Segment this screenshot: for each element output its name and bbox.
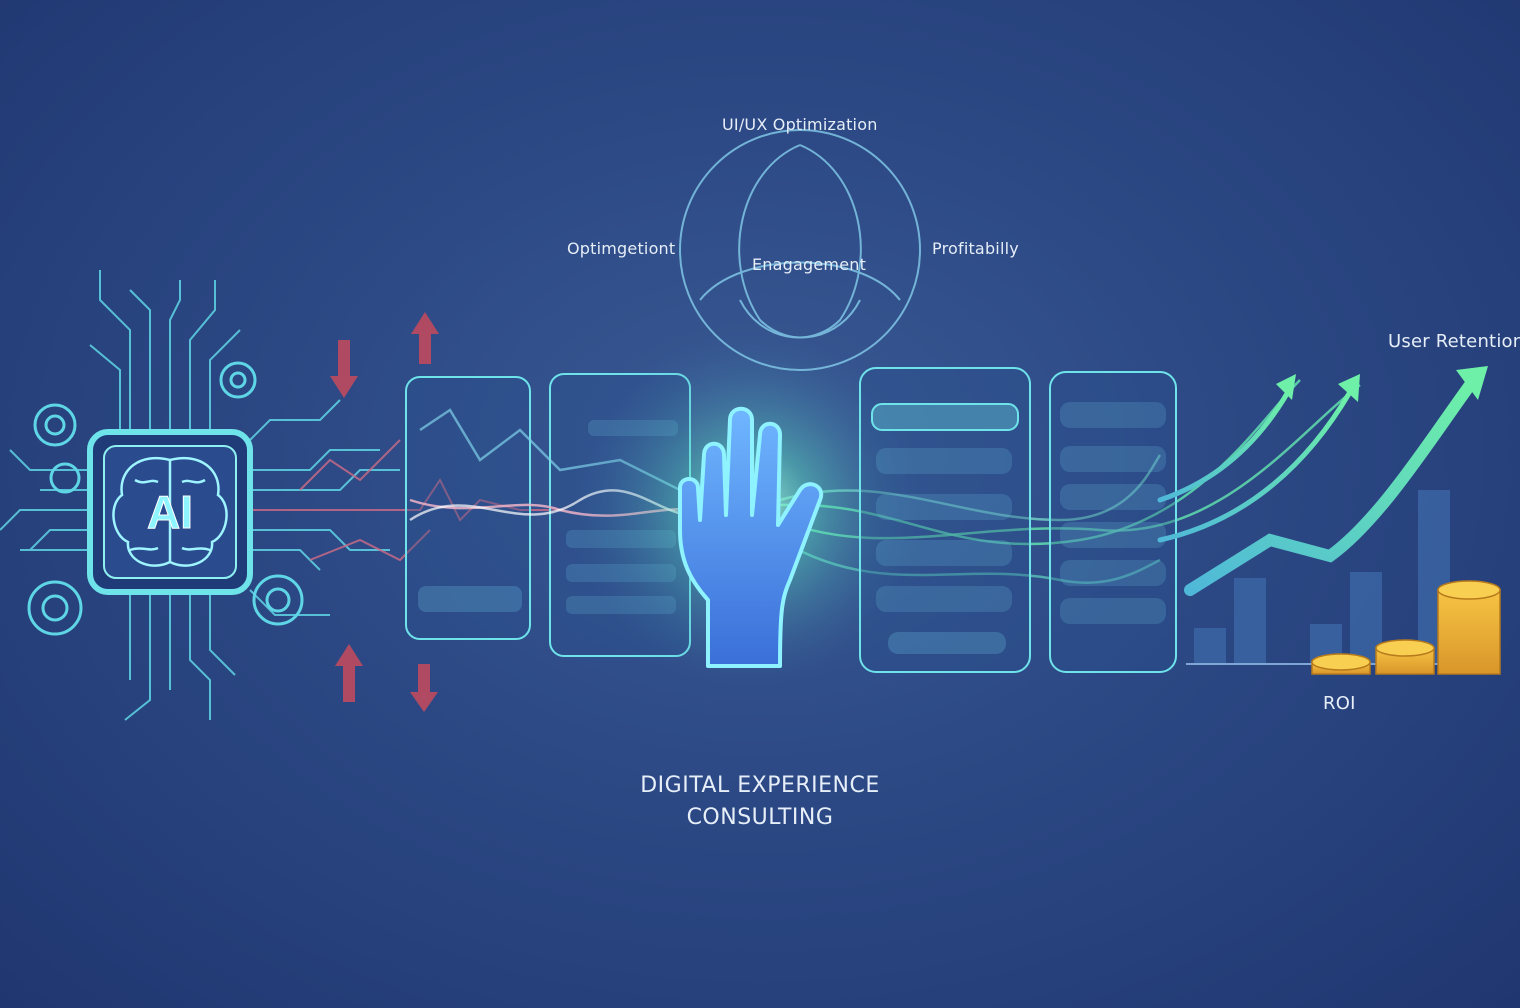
venn-label-top: UI/UX Optimization <box>722 115 878 134</box>
title-line-1: DIGITAL EXPERIENCE <box>640 773 880 798</box>
up-arrow-icon <box>335 644 363 702</box>
circuit-traces <box>0 270 400 721</box>
ai-chip <box>87 429 253 595</box>
down-arrow-icon <box>330 340 358 398</box>
user-retention-label: User Retention <box>1388 331 1520 352</box>
chip-label: AI <box>147 486 193 538</box>
venn-label-left: Optimgetiont <box>567 239 676 258</box>
coin-stack-icon <box>1311 580 1501 675</box>
arrow-heads <box>1276 366 1488 402</box>
venn-label-right: Profitabilly <box>932 239 1019 258</box>
bar-chart <box>1194 490 1450 664</box>
gear-icon <box>27 361 304 636</box>
down-arrow-icon <box>410 664 438 712</box>
title-line-2: CONSULTING <box>686 805 834 830</box>
direction-arrows <box>330 312 439 712</box>
roi-label: ROI <box>1323 693 1356 714</box>
up-arrow-icon <box>411 312 439 364</box>
phone-mockup-4 <box>1049 371 1177 673</box>
page-title: DIGITAL EXPERIENCE CONSULTING <box>560 770 960 834</box>
venn-label-center: Enagagement <box>752 255 867 274</box>
venn-diagram <box>679 129 921 371</box>
brain-icon <box>112 456 228 567</box>
hand-icon <box>678 406 824 668</box>
phone-mockup-3 <box>859 367 1031 673</box>
trend-arrow-icon <box>1157 379 1476 596</box>
circuit-traces-red <box>250 439 560 562</box>
